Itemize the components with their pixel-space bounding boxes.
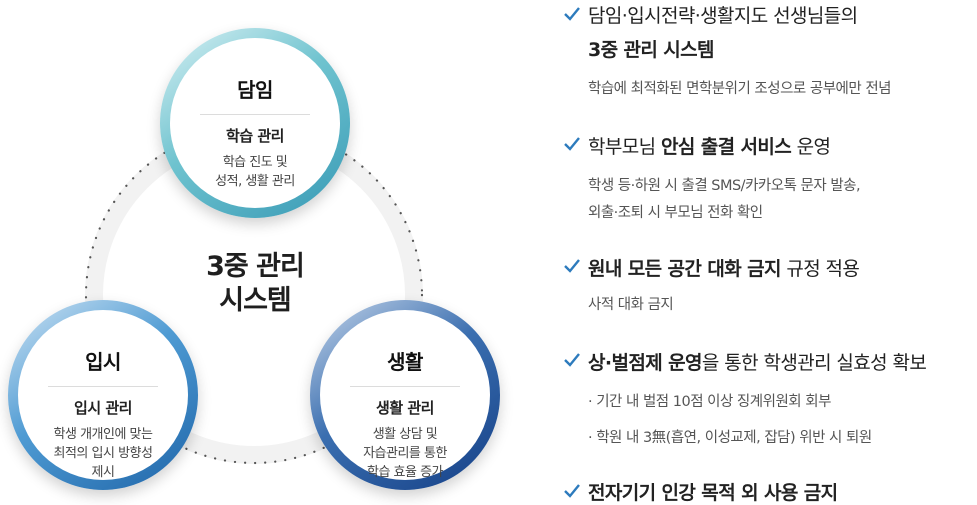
check-icon (564, 484, 580, 498)
heading-bold: 안심 출결 서비스 (660, 136, 792, 158)
node-subtitle: 생활 관리 (376, 399, 434, 417)
node-description: 학생 개개인에 맞는 최적의 입시 방향성 제시 (53, 427, 153, 480)
item-description: · 학원 내 3無(흡연, 이성교제, 잡담) 위반 시 퇴원 (588, 430, 872, 446)
heading-bold: 상·벌점제 운영 (588, 352, 703, 374)
check-icon (564, 7, 580, 21)
check-icon (564, 259, 580, 273)
node-homeroom: 담임 학습 관리 학습 진도 및 성적, 생활 관리 (160, 28, 350, 218)
center-title-line2: 시스템 (219, 285, 292, 316)
node-divider (350, 386, 460, 387)
item-description: 학생 등·하원 시 출결 SMS/카카오톡 문자 발송, (588, 178, 861, 194)
item-description: 학습에 최적화된 면학분위기 조성으로 공부에만 전념 (588, 81, 892, 97)
item-heading: 전자기기 인강 목적 외 사용 금지 (588, 478, 838, 505)
node-divider (48, 386, 158, 387)
heading-bold: 전자기기 인강 목적 외 사용 금지 (588, 482, 838, 504)
heading-text: 학부모님 (588, 136, 661, 158)
item-heading: 담임·입시전략·생활지도 선생님들의 (588, 1, 858, 28)
node-divider (200, 114, 310, 115)
node-description: 학습 진도 및 성적, 생활 관리 (215, 155, 295, 189)
node-title: 담임 (237, 78, 273, 102)
item-heading: 학부모님 안심 출결 서비스 운영 (588, 132, 831, 159)
item-heading-line2: 3중 관리 시스템 (588, 35, 715, 62)
item-heading: 상·벌점제 운영을 통한 학생관리 실효성 확보 (588, 348, 927, 375)
heading-bold: 3중 관리 시스템 (588, 39, 715, 61)
heading-text-post: 을 통한 학생관리 실효성 확보 (701, 352, 927, 374)
check-icon (564, 353, 580, 367)
center-title-line1: 3중 관리 (206, 251, 305, 282)
three-tier-diagram: 3중 관리 시스템 담임 학습 관리 학습 진도 및 성적, 생활 관리 입시 … (8, 28, 500, 490)
heading-text-post: 규정 적용 (780, 258, 860, 280)
item-description: 외출·조퇴 시 부모님 전화 확인 (588, 205, 763, 221)
center-title: 3중 관리 시스템 (160, 250, 350, 318)
node-life: 생활 생활 관리 생활 상담 및 자습관리를 통한 학습 효율 증가 (310, 300, 500, 490)
node-description: 생활 상담 및 자습관리를 통한 학습 효율 증가 (363, 427, 447, 480)
item-description: 사적 대화 금지 (588, 297, 674, 313)
heading-text: 담임·입시전략·생활지도 선생님들의 (588, 5, 858, 27)
heading-bold: 원내 모든 공간 대화 금지 (588, 258, 781, 280)
node-title: 입시 (85, 350, 121, 374)
node-title: 생활 (387, 350, 423, 374)
node-subtitle: 학습 관리 (226, 127, 284, 145)
check-icon (564, 137, 580, 151)
item-heading: 원내 모든 공간 대화 금지 규정 적용 (588, 254, 860, 281)
node-subtitle: 입시 관리 (74, 399, 132, 417)
node-admissions: 입시 입시 관리 학생 개개인에 맞는 최적의 입시 방향성 제시 (8, 300, 198, 490)
heading-text-post: 운영 (791, 136, 831, 158)
item-description: · 기간 내 벌점 10점 이상 징계위원회 회부 (588, 394, 831, 410)
